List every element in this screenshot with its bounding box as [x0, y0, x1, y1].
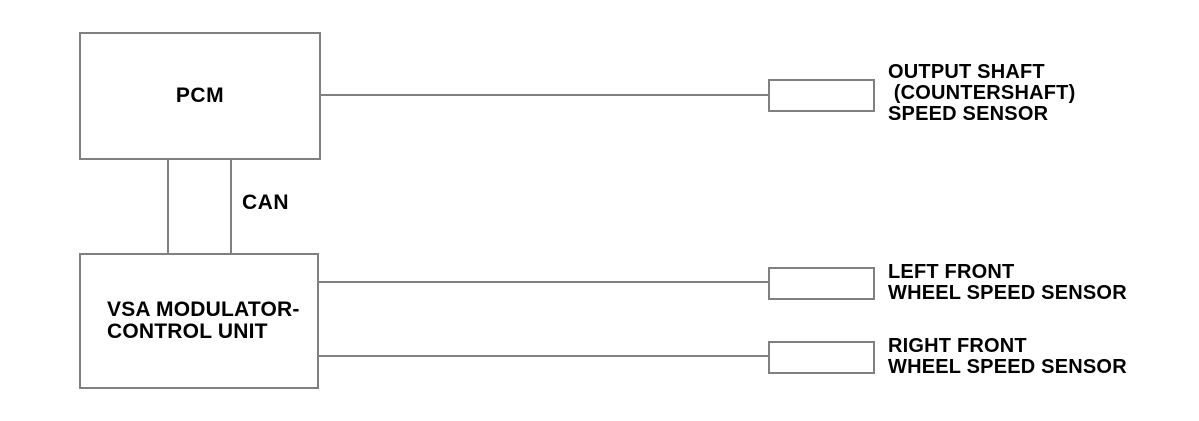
right-front-sensor-label: RIGHT FRONT WHEEL SPEED SENSOR — [888, 336, 1127, 378]
output-shaft-sensor-label: OUTPUT SHAFT (COUNTERSHAFT) SPEED SENSOR — [888, 62, 1075, 125]
vsa-label-line-2: CONTROL UNIT — [107, 320, 268, 343]
wire-vsa-to-right-front-sensor — [317, 355, 768, 357]
pcm-label: PCM — [175, 84, 225, 107]
right-front-sensor-connector — [768, 341, 875, 374]
output-shaft-sensor-label-line-1: OUTPUT SHAFT — [888, 61, 1045, 83]
pcm-box: PCM — [79, 32, 321, 160]
output-shaft-sensor-label-line-3: SPEED SENSOR — [888, 103, 1049, 125]
right-front-sensor-label-line-1: RIGHT FRONT — [888, 335, 1027, 357]
vsa-modulator-control-unit-box: VSA MODULATOR- CONTROL UNIT — [79, 253, 319, 389]
wire-vsa-to-left-front-sensor — [317, 281, 768, 283]
vsa-label-line-1: VSA MODULATOR- — [107, 298, 300, 321]
left-front-sensor-connector — [768, 267, 875, 300]
output-shaft-sensor-connector — [768, 79, 875, 112]
output-shaft-sensor-label-line-2: (COUNTERSHAFT) — [888, 82, 1076, 104]
wire-pcm-to-output-shaft-sensor — [319, 94, 768, 96]
can-bus-label: CAN — [242, 191, 289, 214]
can-bus-wire-right — [230, 160, 232, 253]
can-bus-wire-left — [167, 160, 169, 253]
right-front-sensor-label-line-2: WHEEL SPEED SENSOR — [888, 356, 1127, 378]
left-front-sensor-label: LEFT FRONT WHEEL SPEED SENSOR — [888, 262, 1127, 304]
left-front-sensor-label-line-1: LEFT FRONT — [888, 261, 1015, 283]
left-front-sensor-label-line-2: WHEEL SPEED SENSOR — [888, 282, 1127, 304]
